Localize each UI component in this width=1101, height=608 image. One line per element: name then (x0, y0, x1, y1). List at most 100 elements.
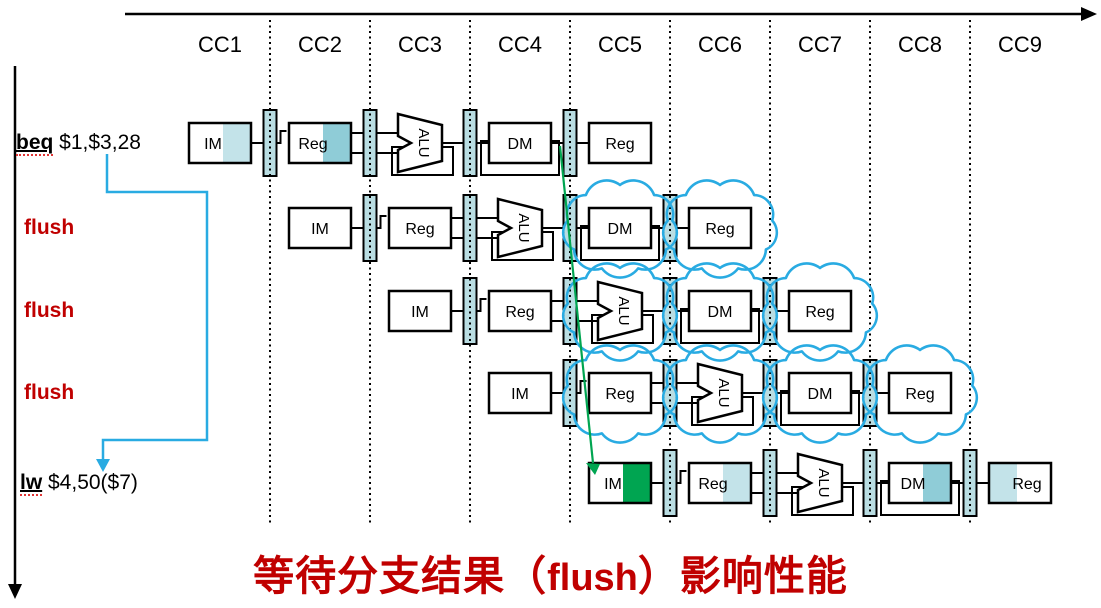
stage-half-shade (923, 463, 951, 503)
stage-half-shade (989, 463, 1017, 503)
stage-label: Reg (705, 221, 734, 238)
stage-label: DM (708, 304, 733, 321)
lw-stage-reg-wb: Reg (987, 461, 1053, 505)
flush2-stage-reg-wb: Reg (787, 289, 853, 333)
cycle-label: CC4 (498, 32, 542, 57)
beq-mnemonic: beq (16, 131, 54, 156)
flush1-stage-alu: ALU (496, 197, 544, 259)
stage-label: IM (411, 304, 429, 321)
flush-cloud (561, 179, 679, 279)
alu-shape (696, 362, 744, 424)
stage-label: Reg (1012, 476, 1041, 493)
stage-half-shade (223, 123, 251, 163)
stage-label: DM (508, 136, 533, 153)
flush-cloud (761, 262, 879, 362)
alu-label: ALU (715, 378, 732, 407)
lw-stage-alu: ALU (796, 452, 844, 514)
flush1-stage-dm: DM (587, 206, 653, 250)
flush-word: flush (24, 381, 75, 404)
cycle-label: CC7 (798, 32, 842, 57)
cycle-boundaries (269, 20, 971, 525)
cycle-label: CC6 (698, 32, 742, 57)
alu-label: ALU (615, 296, 632, 325)
flush1-stage-reg: Reg (387, 206, 453, 250)
pipeline-row-flush2: IM Reg ALU DM Reg (387, 280, 853, 342)
stage-half-shade (623, 463, 651, 503)
cycle-label: CC9 (998, 32, 1042, 57)
alu-label: ALU (815, 468, 832, 497)
flush1-stage-reg-wb: Reg (687, 206, 753, 250)
instruction-label-lw: lw $4,50($7) (20, 468, 138, 498)
beq-stage-im: IM (187, 121, 253, 165)
flush1-stage-im: IM (287, 206, 353, 250)
stage-label: DM (901, 476, 926, 493)
left-time-axis (8, 66, 22, 599)
stage-label: Reg (605, 386, 634, 403)
flush3-stage-dm: DM (787, 371, 853, 415)
lw-stage-reg: Reg (687, 461, 753, 505)
lw-stage-im: IM (587, 461, 653, 505)
flush-label-1: flush (24, 213, 74, 243)
flush-label-2: flush (24, 296, 74, 326)
stage-label: Reg (605, 136, 634, 153)
flush-cloud (661, 344, 779, 444)
cycle-label: CC3 (398, 32, 442, 57)
stage-label: Reg (505, 304, 534, 321)
beq-stage-dm: DM (487, 121, 553, 165)
left-time-arrowhead (8, 584, 22, 599)
branch-redirect-arrowhead (96, 459, 110, 472)
lw-stage-dm: DM (887, 461, 953, 505)
stage-label: DM (808, 386, 833, 403)
cycle-label: CC8 (898, 32, 942, 57)
caption-flush-word: flush (547, 557, 638, 599)
flush-clouds (561, 179, 979, 444)
alu-shape (796, 452, 844, 514)
pipeline-row-beq: IM Reg ALU DM Reg (187, 112, 653, 174)
alu-shape (496, 197, 544, 259)
beq-stage-reg-wb: Reg (587, 121, 653, 165)
stage-label: IM (511, 386, 529, 403)
alu-label: ALU (515, 213, 532, 242)
stage-label: Reg (805, 304, 834, 321)
caption: 等待分支结果（flush）影响性能 (0, 542, 1101, 602)
pipeline-row-flush1: IM Reg ALU DM Reg (287, 197, 753, 259)
beq-stage-alu: ALU (396, 112, 444, 174)
pipeline-row-flush3: IM Reg ALU DM Reg (487, 362, 953, 424)
beq-stage-reg: Reg (287, 121, 353, 165)
stage-label: Reg (905, 386, 934, 403)
stage-label: IM (311, 221, 329, 238)
alu-label: ALU (415, 128, 432, 157)
pipeline-register-bar (462, 194, 478, 262)
flush-cloud (861, 344, 979, 444)
beq-operands: $1,$3,28 (53, 131, 141, 154)
stage-label: Reg (298, 136, 327, 153)
caption-pre: 等待分支结果（ (253, 553, 548, 599)
cycle-label: CC1 (198, 32, 242, 57)
stage-label: IM (204, 136, 222, 153)
pipeline-register-bar (462, 277, 478, 345)
branch-decision-arrowhead (586, 463, 600, 475)
instruction-label-beq: beq $1,$3,28 (16, 128, 141, 158)
flush3-stage-reg: Reg (587, 371, 653, 415)
cycle-label: CC2 (298, 32, 342, 57)
flush-cloud (561, 344, 679, 444)
stage-label: DM (608, 221, 633, 238)
pipeline-row-lw: IM Reg ALU DM Reg (587, 452, 1053, 514)
annotations (96, 145, 600, 475)
flush2-stage-alu: ALU (596, 280, 644, 342)
flush2-stage-im: IM (387, 289, 453, 333)
alu-shape (396, 112, 444, 174)
branch-redirect-path (101, 154, 209, 461)
flush-cloud (661, 179, 779, 279)
flush3-stage-im: IM (487, 371, 553, 415)
flush-cloud (761, 344, 879, 444)
branch-decision-line (558, 145, 595, 464)
lw-operands: $4,50($7) (42, 471, 138, 494)
flush-word: flush (24, 299, 75, 322)
stage-label: Reg (698, 476, 727, 493)
flush2-stage-dm: DM (687, 289, 753, 333)
stage-half-shade (323, 123, 351, 163)
